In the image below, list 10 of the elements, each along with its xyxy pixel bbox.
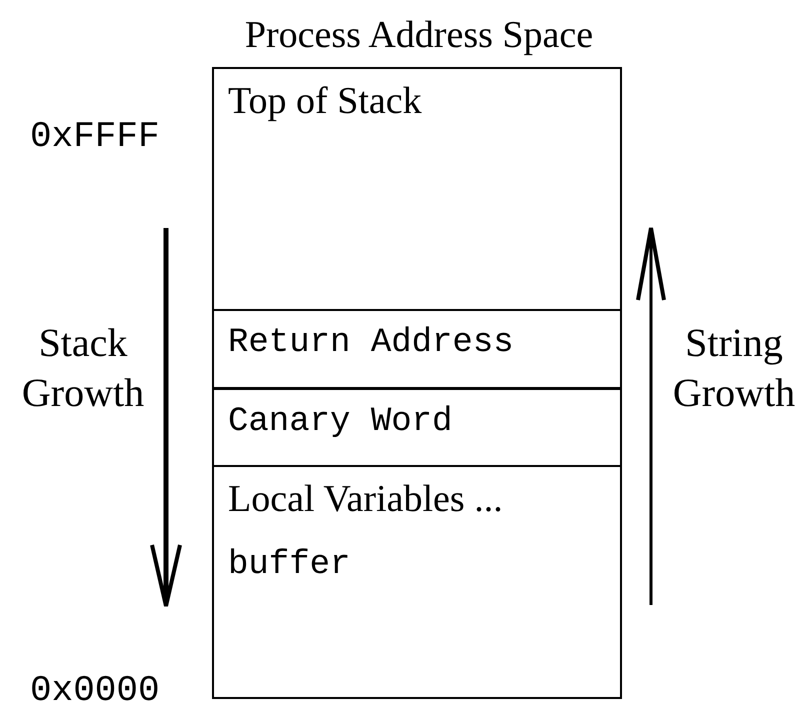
axis-label: Stack Growth [20, 319, 146, 417]
section-label: buffer [228, 545, 352, 586]
axis-label: String Growth [672, 319, 796, 417]
title: Process Address Space [244, 13, 594, 58]
section-label: Return Address [228, 323, 515, 364]
section-label: Canary Word [228, 402, 454, 443]
address-label: 0xFFFF [30, 115, 161, 159]
section-label: Top of Stack [228, 79, 423, 124]
section-label: Local Variables ... [228, 477, 504, 522]
address-label: 0x0000 [30, 669, 161, 705]
